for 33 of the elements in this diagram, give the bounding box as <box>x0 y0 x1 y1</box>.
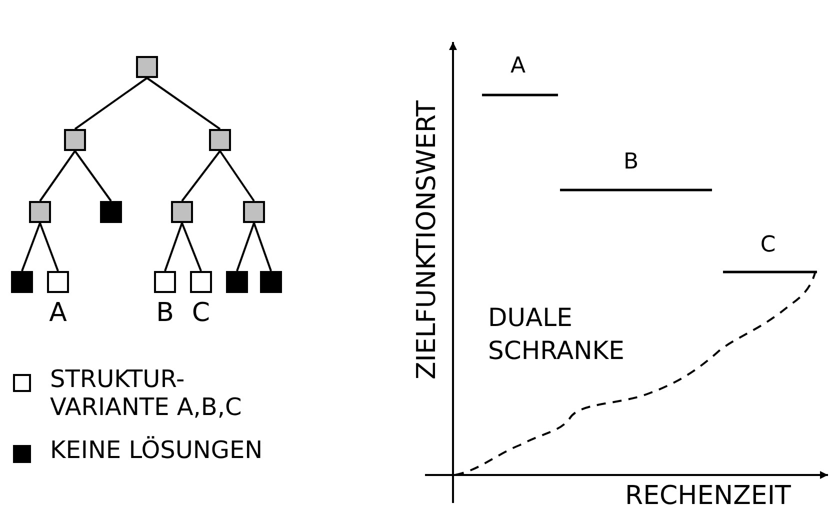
tree-node-square <box>64 129 86 151</box>
axis-label: RECHENZEIT <box>625 482 791 512</box>
legend-label: STRUKTUR- VARIANTE A,B,C <box>50 366 243 422</box>
tree-node-square <box>209 129 231 151</box>
tree-edge <box>21 222 41 272</box>
level-label: C <box>760 232 776 258</box>
tree-node-square <box>100 201 122 223</box>
tree-edge <box>253 222 272 272</box>
tree-edge <box>236 222 255 272</box>
tree-node-square <box>243 201 265 223</box>
tree-node-square <box>171 201 193 223</box>
axis-label: ZIELFUNKTIONSWERT <box>413 100 443 380</box>
legend-label: KEINE LÖSUNGEN <box>50 437 264 465</box>
tree-edge <box>39 150 76 202</box>
tree-edge <box>74 150 112 202</box>
tree-edge <box>74 77 148 130</box>
tree-node-square <box>260 271 282 293</box>
node-label: C <box>192 299 210 329</box>
tree-edge <box>181 150 221 202</box>
level-label: B <box>623 149 639 175</box>
tree-edge <box>219 150 255 202</box>
tree-edge <box>164 222 183 272</box>
tree-edge <box>39 222 59 272</box>
region-label: DUALE SCHRANKE <box>488 302 626 366</box>
tree-node-square <box>29 201 51 223</box>
tree-node-square <box>136 56 158 78</box>
tree-edge <box>146 77 221 130</box>
level-label: A <box>510 53 526 79</box>
tree-node-square <box>11 271 33 293</box>
node-label: B <box>156 299 174 329</box>
tree-node-square <box>226 271 248 293</box>
tree-edge <box>181 222 202 272</box>
node-label: A <box>49 299 67 329</box>
